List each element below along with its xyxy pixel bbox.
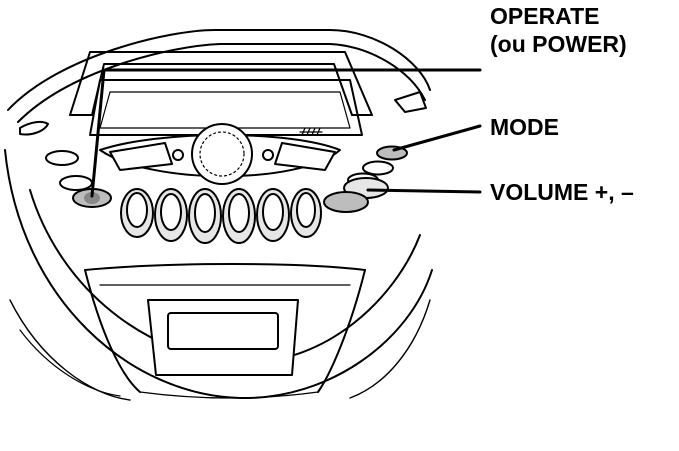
left-side-panel [19,120,112,208]
preset-key-row [120,188,322,244]
mode-leader-line [392,124,482,152]
preset-key-3[interactable] [188,188,222,244]
control-cluster [99,123,341,185]
left-skip-key[interactable] [109,142,173,171]
cassette-window [167,312,279,350]
preset-key-2[interactable] [154,188,188,242]
leader-lines [90,68,482,198]
left-middle-button[interactable] [59,175,93,191]
operate-leader-line [90,68,482,198]
preset-key-1[interactable] [120,188,154,238]
left-speaker-ring [9,299,131,401]
mode-label: MODE [490,114,559,140]
left-top-button[interactable] [45,150,79,166]
operate-label-line2: (ou POWER) [490,31,627,57]
cd-lid [89,79,363,136]
volume-label: VOLUME +, – [490,179,634,205]
preset-key-4[interactable] [222,188,256,244]
right-side-panel [323,91,427,213]
left-indicator [172,149,184,161]
lid-vent-marks [299,127,323,136]
right-indicator [262,149,274,161]
right-speaker-ring [349,299,431,399]
operate-label-line1: OPERATE [490,3,600,29]
right-button-2[interactable] [362,160,394,176]
preset-key-6[interactable] [290,188,322,238]
volume-leader-line [366,188,482,194]
operate-power-label: OPERATE (ou POWER) [490,2,627,58]
jog-dial[interactable] [191,123,253,185]
preset-key-5[interactable] [256,188,290,242]
right-skip-key[interactable] [274,142,336,171]
carry-handle [69,51,373,116]
volume-minus-button[interactable] [323,191,369,213]
cassette-deck [84,263,366,399]
